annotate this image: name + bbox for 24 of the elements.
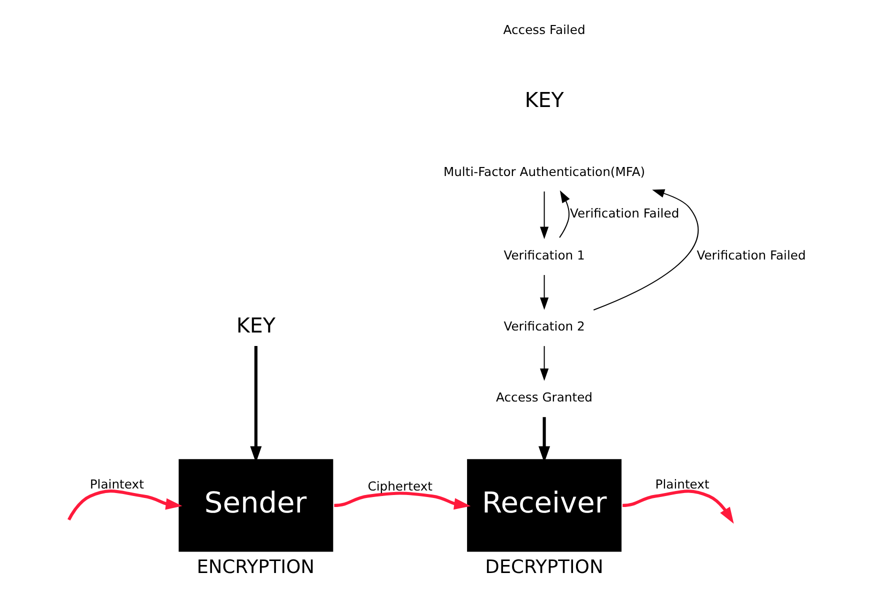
node-text: Verification 1 <box>504 248 585 262</box>
label: KEY <box>524 88 564 112</box>
arrow <box>540 275 549 310</box>
edge-label: Plaintext <box>655 478 710 492</box>
edge-label: Verification Failed <box>696 248 806 262</box>
node-box: Sender <box>178 459 334 552</box>
node-text: KEY <box>236 313 276 338</box>
node-label: DECRYPTION <box>485 556 604 578</box>
node-text: Verification 2 <box>504 319 585 334</box>
arrow <box>540 191 549 240</box>
node-label: ENCRYPTION <box>196 556 315 578</box>
arrow <box>622 490 734 524</box>
arrow <box>593 189 699 310</box>
edge-label: Verification Failed <box>570 206 680 221</box>
edge-label: Plaintext <box>90 478 144 492</box>
arrow <box>68 490 182 520</box>
arrow <box>540 346 549 381</box>
edge-label: Ciphertext <box>368 480 432 494</box>
node-box: Receiver <box>467 459 622 552</box>
node-text: Access Granted <box>496 390 593 405</box>
arrow <box>559 190 570 238</box>
node-text: Multi-Factor Authentication(MFA) <box>443 164 646 179</box>
label: Access Failed <box>503 22 586 37</box>
arrow <box>334 492 471 510</box>
